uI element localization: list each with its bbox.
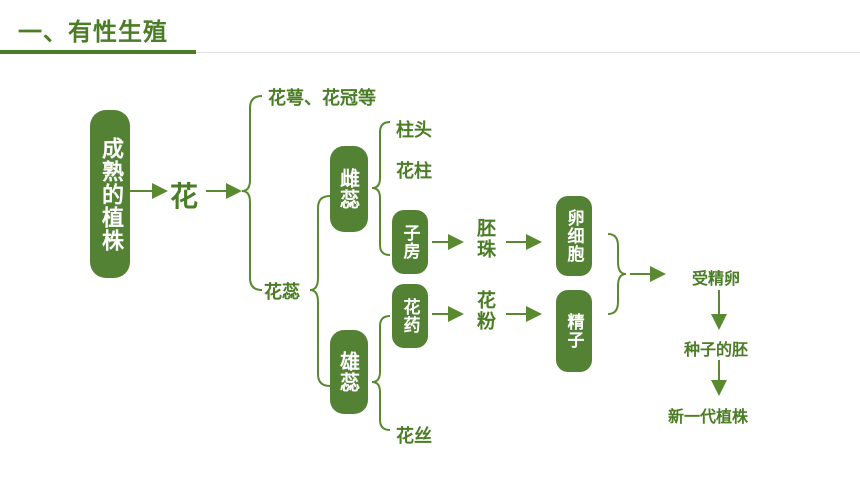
node-sepals-petals: 花萼、花冠等 [268,88,376,109]
node-anther: 花药 [392,284,428,348]
page-title: 一、有性生殖 [18,18,168,46]
node-ovule: 胚珠 [474,218,496,260]
title-underline [0,50,196,54]
brace-pistil [371,121,391,256]
node-pistil: 雌蕊 [330,146,368,232]
brace-flower [241,95,263,291]
node-pollen: 花粉 [474,290,496,332]
node-stigma: 柱头 [396,120,432,141]
node-stamen: 雄蕊 [330,330,368,414]
node-sperm: 精子 [556,290,592,372]
node-filament: 花丝 [396,426,432,447]
node-new-plant: 新一代植株 [668,407,749,426]
brace-stamen [371,315,391,431]
title-divider [196,52,860,53]
node-flower: 花 [170,180,199,213]
brace-stamen-pistil [309,195,331,387]
node-seed-embryo: 种子的胚 [684,340,749,359]
node-ovary: 子房 [392,210,428,274]
node-stamen-pistil: 花蕊 [264,282,300,303]
node-mature-plant: 成熟的植株 [90,110,130,278]
node-fertilized-egg: 受精卵 [692,269,741,288]
node-style: 花柱 [396,161,432,182]
brace-fertilization [607,233,627,315]
node-egg-cell: 卵细胞 [556,196,592,276]
